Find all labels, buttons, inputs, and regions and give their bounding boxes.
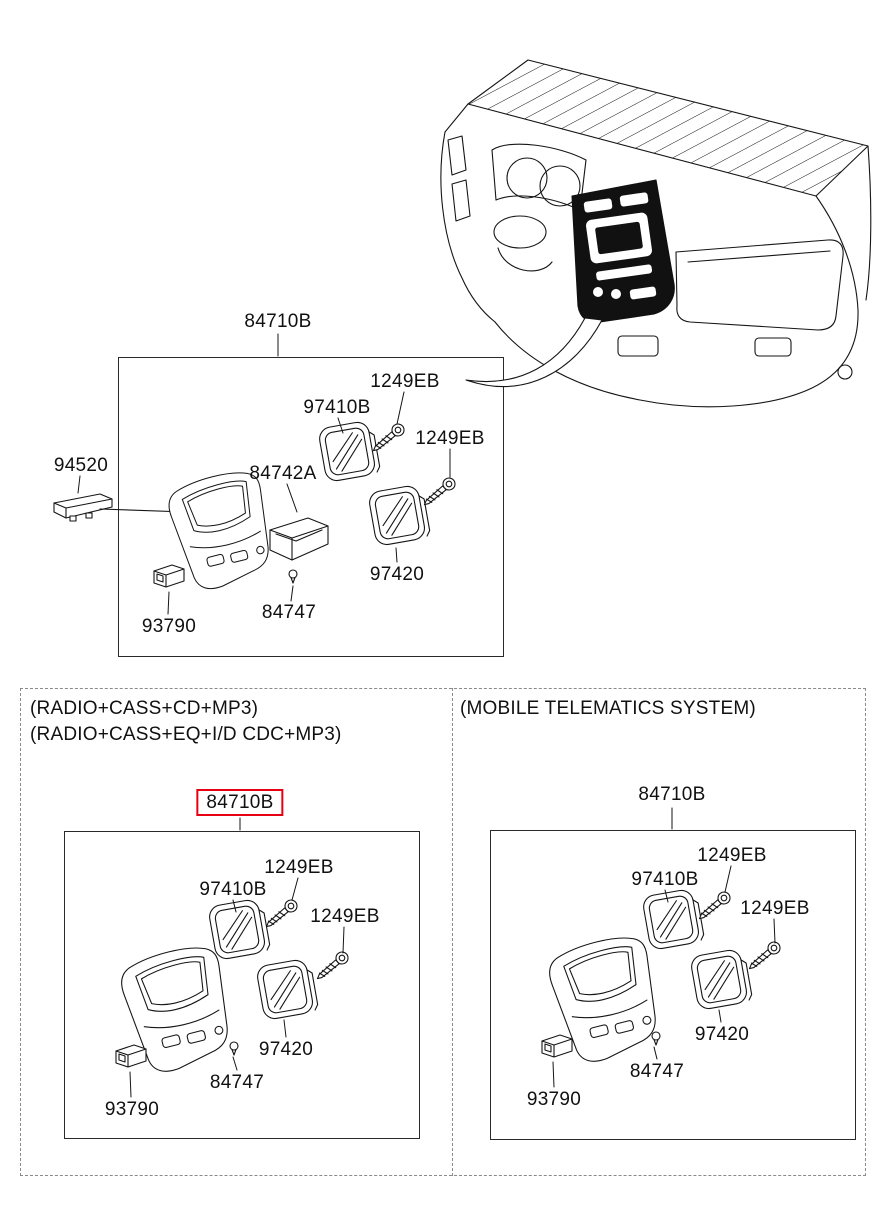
vent-lower-drawing — [367, 483, 432, 547]
part-label-97420-right[interactable]: 97420 — [694, 1024, 750, 1045]
part-label-93790-left[interactable]: 93790 — [104, 1099, 160, 1120]
vent-upper-drawing — [207, 897, 272, 961]
main-assembly-illustration — [53, 333, 459, 615]
variant-right-header: (MOBILE TELEMATICS SYSTEM) — [460, 698, 756, 719]
variant-right-box — [490, 830, 856, 1140]
part-label-84747-left[interactable]: 84747 — [209, 1072, 265, 1093]
leader-lines — [552, 807, 776, 1088]
dashboard-illustration — [440, 59, 872, 408]
screw-right-drawing — [420, 474, 459, 510]
leader-lines — [77, 333, 451, 615]
variant-left-header-line1: (RADIO+CASS+CD+MP3) — [30, 698, 259, 719]
clip-drawing — [651, 1031, 661, 1046]
vent-lower-drawing — [255, 957, 320, 1021]
clock-unit-drawing — [53, 493, 113, 522]
part-label-97410b[interactable]: 97410B — [303, 397, 371, 418]
part-label-97420[interactable]: 97420 — [369, 564, 425, 585]
part-label-84710b-left-highlighted[interactable]: 84710B — [196, 789, 284, 816]
vent-lower-drawing — [689, 947, 754, 1011]
variant-right-illustration — [541, 807, 784, 1088]
part-label-93790-right[interactable]: 93790 — [526, 1089, 582, 1110]
part-label-1249eb-right-left[interactable]: 1249EB — [310, 906, 380, 927]
part-label-84710b-right[interactable]: 84710B — [638, 784, 706, 805]
variant-left-box — [64, 831, 420, 1139]
part-label-94520[interactable]: 94520 — [53, 455, 109, 476]
variant-left-illustration — [115, 817, 352, 1098]
switch-drawing — [541, 1034, 573, 1058]
part-label-1249eb-right[interactable]: 1249EB — [415, 428, 485, 449]
screw-top-drawing — [262, 896, 301, 932]
screw-right-drawing — [313, 948, 352, 984]
screw-top-drawing — [695, 888, 734, 924]
bracket-tray-drawing — [269, 517, 329, 561]
clip-drawing — [229, 1041, 239, 1056]
main-assembly-box — [118, 357, 504, 657]
part-label-84747[interactable]: 84747 — [261, 602, 317, 623]
vent-upper-drawing — [641, 887, 706, 951]
part-label-1249eb-top-right[interactable]: 1249EB — [697, 845, 767, 866]
part-label-1249eb-top-left[interactable]: 1249EB — [264, 857, 334, 878]
variants-container-box — [20, 688, 866, 1176]
part-label-1249eb-right-right[interactable]: 1249EB — [740, 898, 810, 919]
variant-left-header-line2: (RADIO+CASS+EQ+I/D CDC+MP3) — [30, 724, 342, 745]
switch-drawing — [153, 564, 185, 588]
clip-drawing — [288, 569, 298, 584]
part-label-97420-left[interactable]: 97420 — [258, 1039, 314, 1060]
part-label-97410b-right[interactable]: 97410B — [631, 869, 699, 890]
variants-divider — [452, 688, 453, 1176]
part-label-97410b-left[interactable]: 97410B — [199, 879, 267, 900]
part-label-84742a[interactable]: 84742A — [249, 463, 317, 484]
vent-upper-drawing — [317, 419, 382, 483]
leader-lines — [129, 817, 345, 1098]
part-label-93790[interactable]: 93790 — [141, 616, 197, 637]
part-label-84710b-main[interactable]: 84710B — [244, 311, 312, 332]
part-label-1249eb-top[interactable]: 1249EB — [370, 371, 440, 392]
part-label-84747-right[interactable]: 84747 — [629, 1061, 685, 1082]
switch-drawing — [115, 1044, 147, 1068]
screw-right-drawing — [745, 938, 784, 974]
